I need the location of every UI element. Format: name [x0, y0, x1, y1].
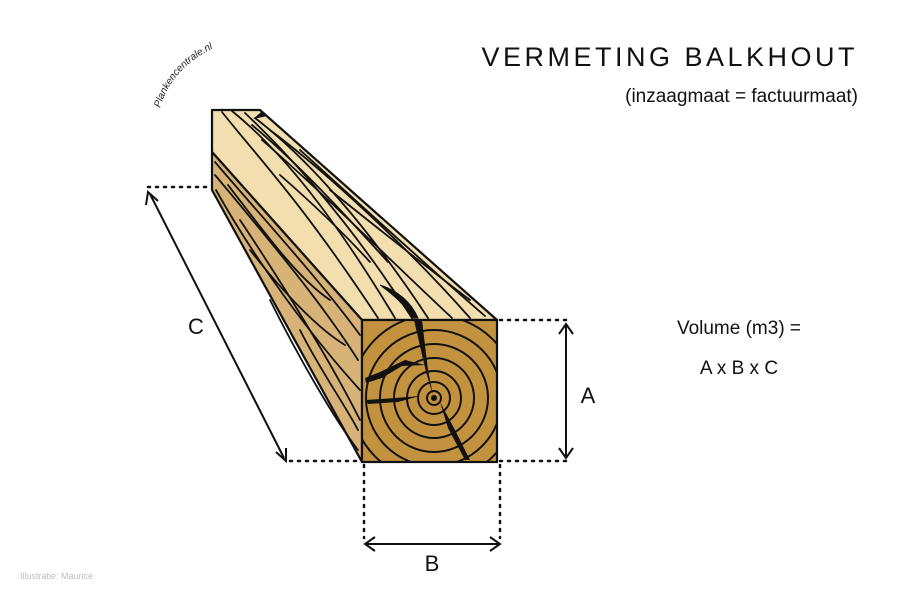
page-subtitle: (inzaagmaat = factuurmaat): [625, 86, 858, 107]
formula-line-2: A x B x C: [700, 358, 778, 379]
dimension-c: C: [145, 185, 362, 464]
pith-center: [431, 395, 437, 401]
dimension-a: A: [498, 318, 596, 463]
watermark-text: Plankencentrale.nl: [152, 41, 215, 109]
side-grain-lines: [214, 161, 361, 451]
timber-beam: [210, 108, 499, 464]
arrowhead-lower-icon: [275, 448, 287, 464]
arrowhead-up-icon: [558, 322, 574, 335]
dimension-b-label: B: [425, 551, 440, 576]
dimension-b: B: [362, 463, 502, 576]
illustration-credit: Illustratie: Maurice: [20, 571, 93, 581]
end-grain-cracks: [365, 320, 470, 460]
formula-line-1: Volume (m3) =: [677, 318, 801, 339]
volume-formula: Volume (m3) = A x B x C: [677, 318, 801, 379]
arrowhead-left-icon: [363, 536, 376, 552]
arrowhead-down-icon: [558, 447, 574, 460]
arrowhead-right-icon: [489, 536, 502, 552]
dimension-c-label: C: [188, 314, 204, 339]
end-grain-rings: [362, 320, 497, 462]
beam-cracks: [253, 111, 419, 319]
top-grain-lines: [221, 110, 486, 319]
dimension-c-arrow: [149, 193, 285, 459]
dimension-a-label: A: [581, 383, 596, 408]
page-title: VERMETING BALKHOUT: [481, 42, 858, 72]
arrowhead-upper-icon: [145, 190, 159, 206]
